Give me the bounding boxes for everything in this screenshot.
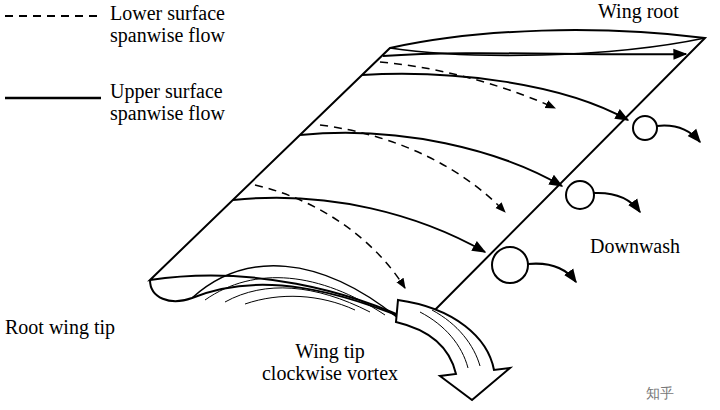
tip-section xyxy=(150,280,420,325)
legend-line xyxy=(5,97,101,100)
lower-flow-line xyxy=(320,125,505,212)
downwash-arrow xyxy=(594,193,640,212)
trailing-vortex xyxy=(566,181,594,209)
vortex-sheet xyxy=(245,296,355,310)
legend-entry: Lower surface spanwise flow xyxy=(5,2,265,48)
legend-swatch xyxy=(5,2,105,46)
legend-text: Upper surface spanwise flow xyxy=(110,80,260,124)
downwash-arrow xyxy=(657,126,700,142)
upper-flow-line xyxy=(233,198,485,252)
lower-flow-line xyxy=(255,185,405,288)
upper-flow-line xyxy=(300,133,562,186)
vortex-arrow-hatch xyxy=(420,310,480,368)
legend-swatch xyxy=(5,80,105,124)
legend-line xyxy=(5,15,101,17)
part-label: 知乎 xyxy=(646,384,674,402)
vortex-sheet xyxy=(192,266,398,318)
vortex-sheet xyxy=(225,288,370,312)
part-label: Root wing tip xyxy=(5,316,115,338)
lower-flow-line xyxy=(380,62,555,108)
vortex-sheet xyxy=(205,278,385,315)
wing-surface xyxy=(150,30,705,325)
legend-text: Lower surface spanwise flow xyxy=(110,2,260,46)
part-label: Wing tip clockwise vortex xyxy=(256,340,404,384)
trailing-vortex xyxy=(633,116,657,140)
vortex-arrow xyxy=(396,300,510,400)
legend-entry: Upper surface spanwise flow xyxy=(5,80,265,126)
upper-flow-line xyxy=(383,53,686,56)
part-label: Downwash xyxy=(590,235,680,257)
upper-flow-line xyxy=(362,74,628,120)
part-label: Wing root xyxy=(598,0,679,22)
downwash-arrow xyxy=(528,264,576,282)
trailing-vortex xyxy=(492,247,528,283)
